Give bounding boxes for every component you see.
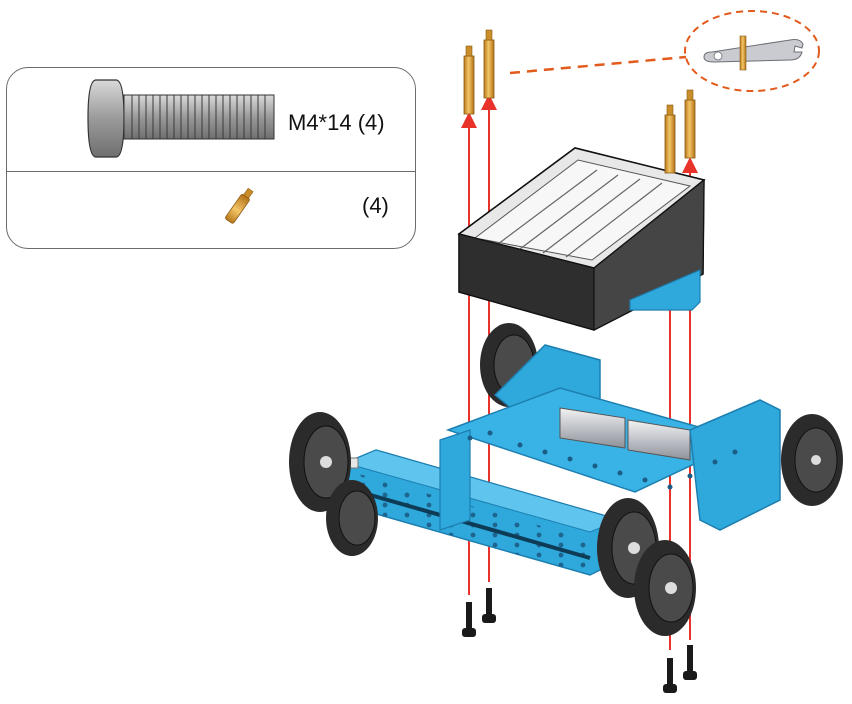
screw-front-right [683,645,697,680]
wrench-callout [684,10,820,92]
screw-front-left [663,658,677,693]
front-right-wheel-outer [634,540,696,636]
screw-rear-left [462,602,476,637]
callout-leader-line [509,55,687,75]
brass-standoff-icon [225,187,254,224]
middle-left-wheel [326,480,378,556]
dc-motor [559,407,691,461]
parts-list-divider [7,171,415,172]
screw-quantity-label: M4*14 (4) [288,110,385,135]
battery-holder [457,147,706,331]
chassis-frame [317,344,781,576]
standoff-quantity-label: (4) [362,193,389,218]
button-head-screw-icon [87,79,275,158]
front-left-wheel [289,412,351,512]
brass-standoff-rear-left [463,45,475,115]
rear-right-wheel [781,414,843,506]
wrench-icon [703,35,804,71]
brass-standoff-front-left [664,104,676,174]
brass-standoff-front-right [684,89,696,159]
screw-rear-right [482,588,496,623]
brass-standoff-rear-right [483,29,495,99]
